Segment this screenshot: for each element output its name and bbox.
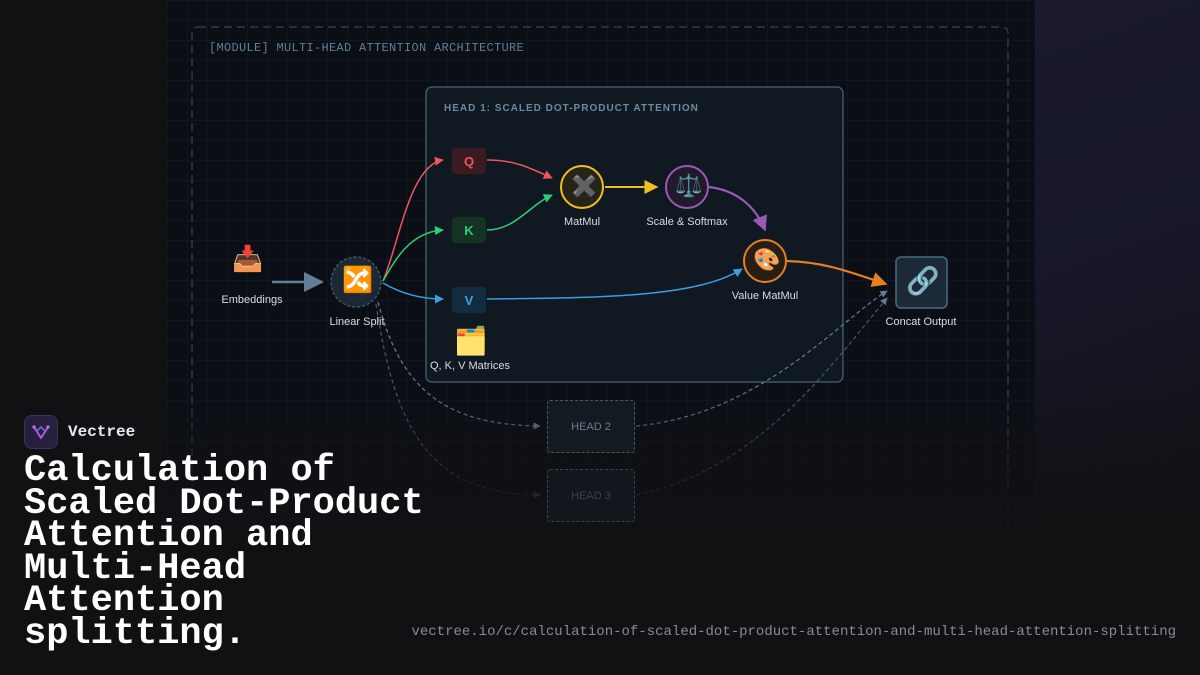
page-title: Calculation of Scaled Dot-Product Attent… bbox=[24, 450, 424, 655]
linear-split-node[interactable] bbox=[330, 256, 382, 308]
value-matmul-label: Value MatMul bbox=[731, 290, 799, 302]
edge-v-valuematmul bbox=[486, 268, 743, 300]
v-matrix[interactable]: V bbox=[452, 287, 486, 313]
edge-k-matmul bbox=[486, 194, 553, 231]
softmax-node[interactable] bbox=[665, 165, 709, 209]
vectree-logo-icon bbox=[24, 415, 58, 449]
matmul-label: MatMul bbox=[563, 216, 601, 228]
matmul-node[interactable] bbox=[560, 165, 604, 209]
link-icon: 🔗 bbox=[906, 266, 940, 296]
module-title: [MODULE] MULTI-HEAD ATTENTION ARCHITECTU… bbox=[209, 41, 525, 55]
edge-split-q bbox=[382, 156, 444, 282]
head1-title: HEAD 1: SCALED DOT-PRODUCT ATTENTION bbox=[444, 103, 699, 114]
concat-output-node[interactable] bbox=[895, 256, 948, 309]
value-matmul-node[interactable] bbox=[743, 239, 787, 283]
brand-name: Vectree bbox=[68, 423, 136, 441]
concat-output-label: Concat Output bbox=[885, 316, 957, 328]
qkv-matrices-label: Q, K, V Matrices bbox=[429, 360, 511, 372]
balance-scale-icon: ⚖️ bbox=[675, 173, 703, 198]
shuffle-icon: 🔀 bbox=[342, 266, 374, 294]
edge-split-k bbox=[382, 226, 444, 282]
linear-split-label: Linear Split bbox=[329, 316, 385, 328]
edge-q-matmul bbox=[486, 159, 553, 179]
head1-container bbox=[425, 86, 844, 383]
artist-palette-icon: 🎨 bbox=[753, 247, 781, 272]
page-url[interactable]: vectree.io/c/calculation-of-scaled-dot-p… bbox=[411, 624, 1176, 640]
edge-split-v bbox=[382, 282, 444, 304]
q-matrix[interactable]: Q bbox=[452, 148, 486, 174]
edge-valuematmul-concat bbox=[786, 259, 888, 287]
brand[interactable]: Vectree bbox=[24, 415, 135, 449]
multiply-icon: ✖️ bbox=[571, 175, 598, 198]
embeddings-label: Embeddings bbox=[221, 294, 283, 306]
card-index-dividers-icon: 🗂️ bbox=[454, 326, 488, 356]
head3-box[interactable]: HEAD 3 bbox=[547, 469, 635, 522]
head2-box[interactable]: HEAD 2 bbox=[547, 400, 635, 453]
edge-softmax-valuematmul bbox=[708, 185, 767, 232]
softmax-label: Scale & Softmax bbox=[646, 216, 728, 228]
inbox-tray-icon: 📥 bbox=[232, 245, 264, 273]
k-matrix[interactable]: K bbox=[452, 217, 486, 243]
